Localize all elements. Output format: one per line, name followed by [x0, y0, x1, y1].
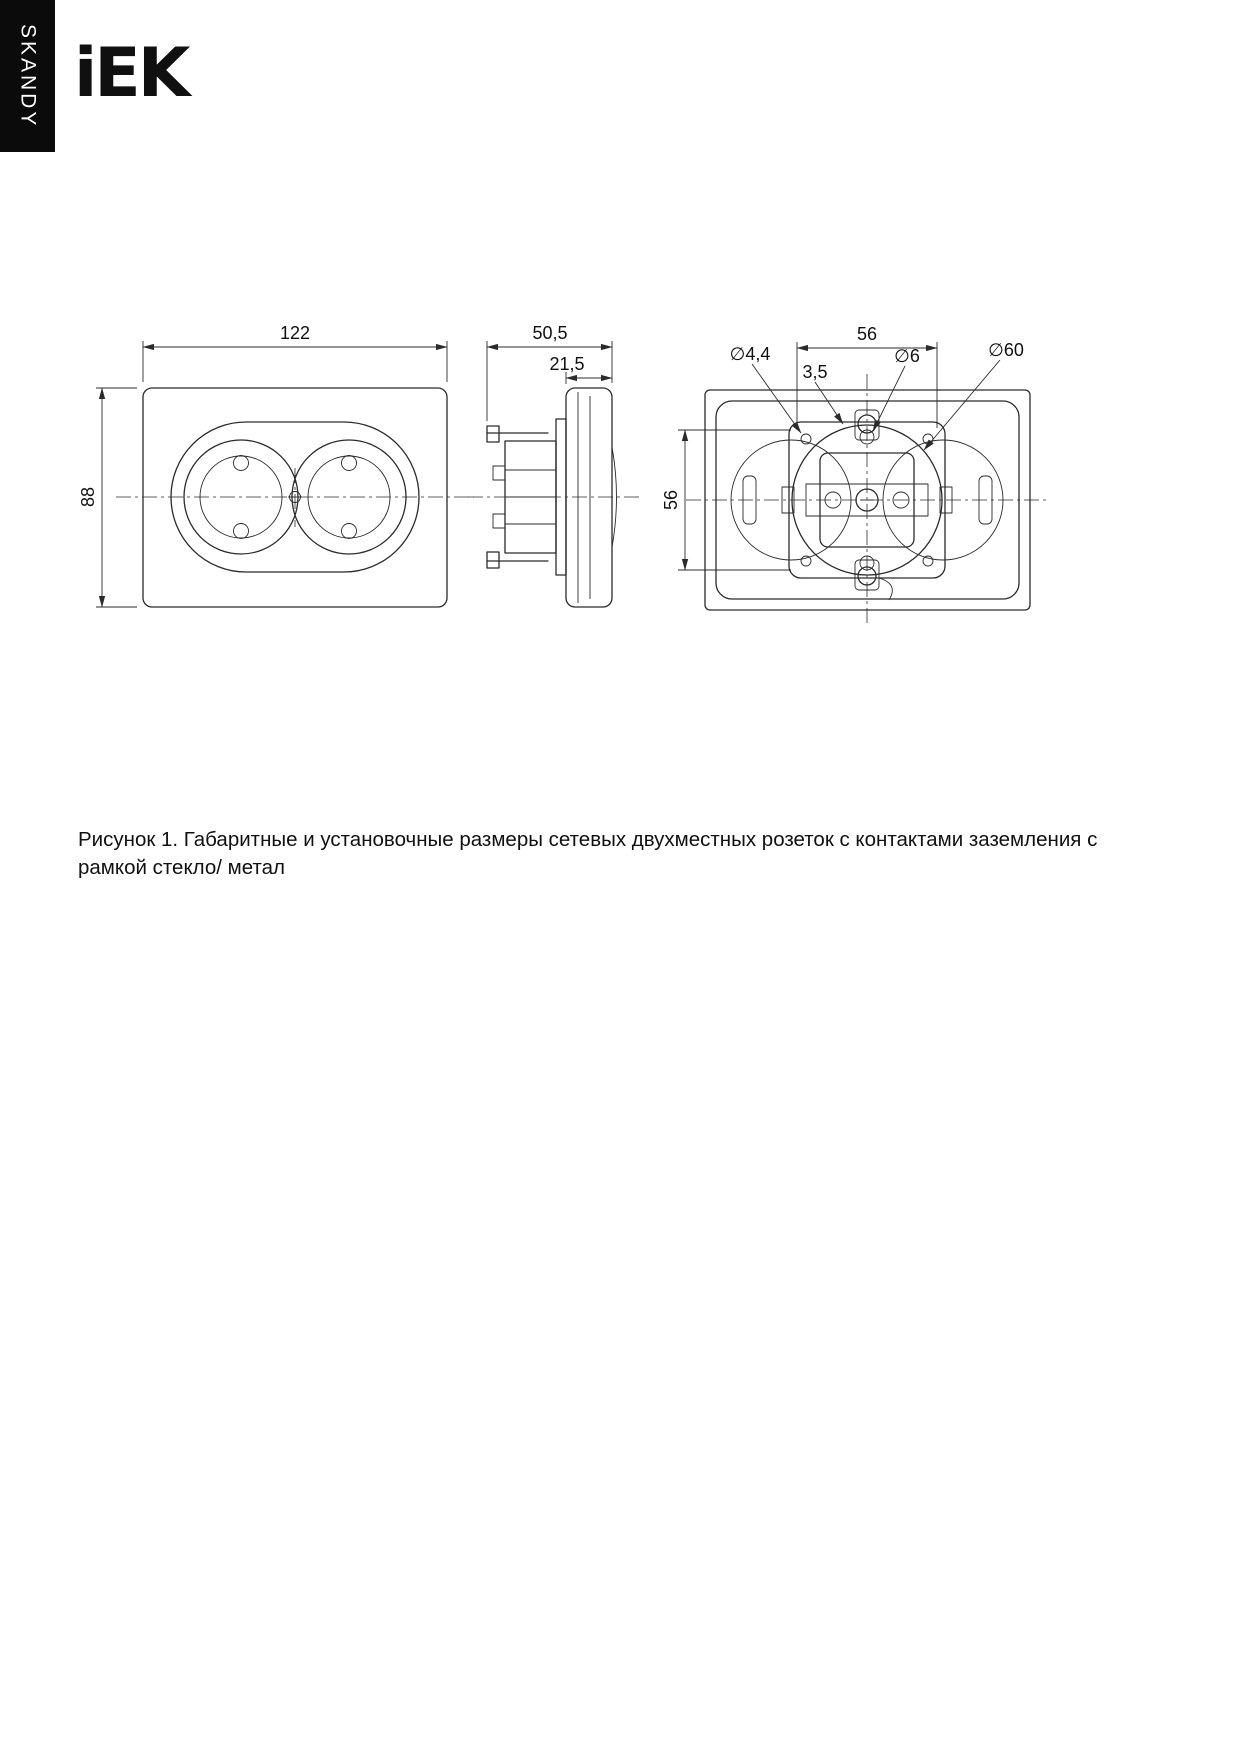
- dim-rear-width: 56: [857, 324, 877, 344]
- figure-caption-line2: рамкой стекло/ метал: [78, 856, 285, 880]
- label-hole-d44: ∅4,4: [730, 344, 771, 364]
- dim-rear-height: 56: [661, 490, 681, 510]
- rear-view: [686, 374, 1048, 627]
- side-view: [468, 387, 640, 608]
- front-view: [116, 387, 474, 608]
- dim-front-height: 88: [78, 487, 98, 507]
- brand-logo: iEK: [74, 34, 190, 113]
- label-offset-35: 3,5: [802, 362, 827, 382]
- series-tab: SKANDY: [0, 0, 55, 152]
- rear-view-dimensions: 56 56 ∅4,4 3,5 ∅6 ∅60: [661, 324, 1024, 571]
- dim-front-width: 122: [280, 323, 310, 343]
- dimension-drawing: 122 88 5: [78, 323, 1048, 627]
- figure-caption: Рисунок 1. Габаритные и установочные раз…: [78, 826, 1158, 883]
- label-hole-d6: ∅6: [894, 346, 920, 366]
- front-view-dimensions: 122 88: [78, 323, 448, 608]
- label-circle-d60: ∅60: [988, 340, 1024, 360]
- dim-side-depth: 50,5: [532, 323, 567, 343]
- series-label: SKANDY: [16, 23, 40, 129]
- dim-side-front: 21,5: [549, 354, 584, 374]
- side-view-dimensions: 50,5 21,5: [486, 323, 613, 421]
- figure-caption-line1: Рисунок 1. Габаритные и установочные раз…: [78, 828, 1098, 851]
